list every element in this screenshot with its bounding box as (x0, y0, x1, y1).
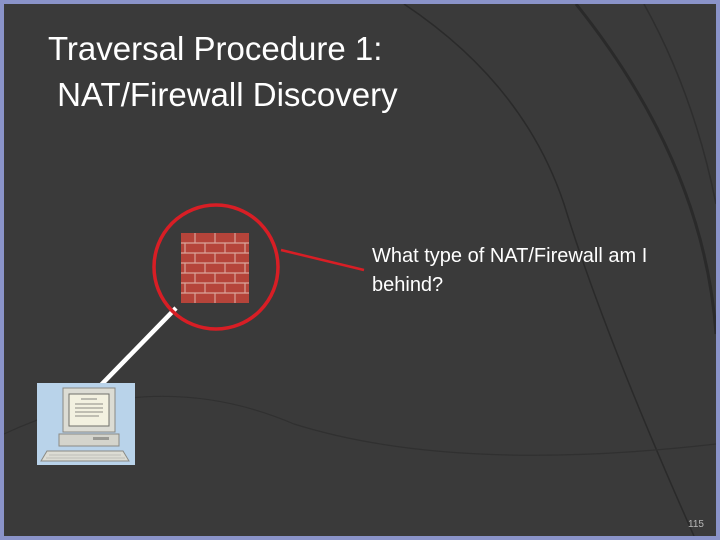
slide: Traversal Procedure 1: NAT/Firewall Disc… (4, 4, 716, 536)
title-line-1: Traversal Procedure 1: (48, 30, 383, 67)
network-link-line (98, 306, 178, 388)
page-number: 115 (688, 519, 704, 530)
highlight-circle (152, 203, 280, 331)
brick-wall-icon (181, 233, 249, 303)
desktop-computer-icon (37, 383, 135, 465)
title-line-2: NAT/Firewall Discovery (48, 76, 398, 113)
slide-title: Traversal Procedure 1: NAT/Firewall Disc… (48, 26, 398, 118)
callout-connector (280, 248, 365, 272)
callout-text: What type of NAT/Firewall am I behind? (372, 245, 648, 296)
diagram-lines (98, 203, 365, 388)
